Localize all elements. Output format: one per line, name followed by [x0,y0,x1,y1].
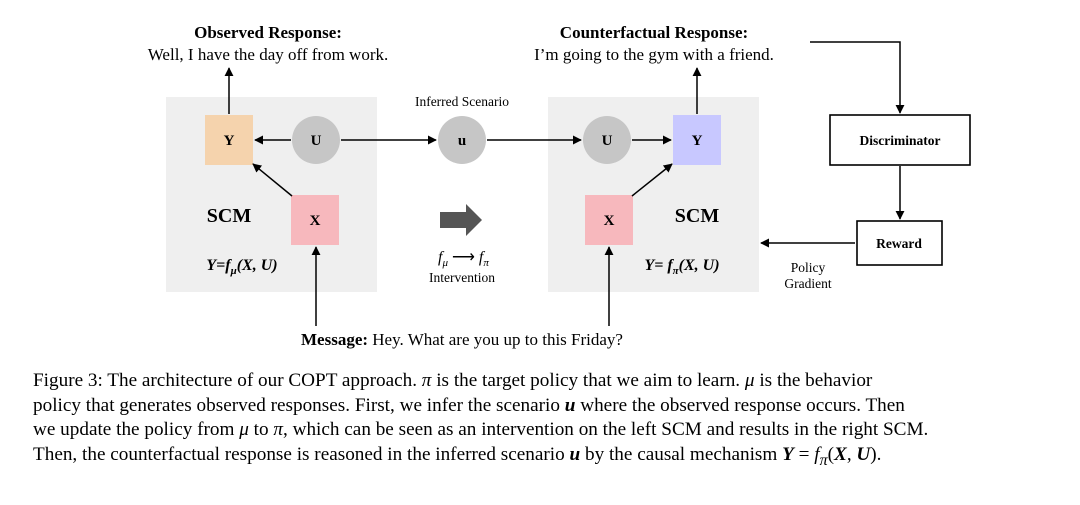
figure-arrows [224,41,905,326]
caption-text: is the behavior [754,370,873,391]
left-scm-equation: Y=fμ(X, U) [206,257,277,277]
counterfactual-response-text: I’m going to the gym with a friend. [534,45,774,64]
caption-line-4: Then, the counterfactual response is rea… [33,443,1053,473]
caption-line-3: we update the policy from μ to π, which … [33,418,1053,443]
reward-label: Reward [876,236,922,251]
inferred-scenario-label: Inferred Scenario [415,94,509,109]
left-x-label: X [310,213,321,229]
caption-math: f [814,443,820,465]
caption-math: μ [744,370,755,391]
left-x-node [291,195,339,245]
caption-math: = [793,443,815,465]
caption-math: μ [239,419,249,440]
caption-math: U [856,443,871,465]
right-y-label: Y [692,133,703,149]
architecture-figure: Observed Response: Well, I have the day … [148,23,971,349]
left-scm-panel [166,97,377,292]
caption-text: where the observed response occurs. Then [575,394,905,416]
caption-line-1: Figure 3: The architecture of our COPT a… [33,369,1053,394]
caption-math: Y [782,443,794,465]
discriminator-box [829,114,971,166]
left-y-label: Y [224,133,235,149]
right-y-node [673,115,721,165]
caption-math: ). [870,443,882,465]
observed-response-title: Observed Response: [194,23,342,42]
right-x-node [585,195,633,245]
inferred-u-label: u [458,133,466,149]
caption-text: , which can be seen as an intervention o… [283,419,929,440]
message-text: Message: Hey. What are you up to this Fr… [301,330,623,349]
caption-math: π [273,419,283,440]
caption-math: ( [827,443,835,465]
caption-text: Figure 3: The architecture of our COPT a… [33,370,422,391]
right-x-label: X [604,213,615,229]
counterfactual-response-title: Counterfactual Response: [560,23,748,42]
caption-text: Then, the counterfactual response is rea… [33,443,570,465]
observed-response-text: Well, I have the day off from work. [148,45,389,64]
right-scm-label: SCM [675,205,720,227]
discriminator-label: Discriminator [860,133,941,148]
caption-text: by the causal mechanism [580,443,783,465]
left-u-node [292,116,340,164]
caption-text: to [248,419,274,440]
caption-text: policy that generates observed responses… [33,394,565,416]
right-u-node [583,116,631,164]
right-u-label: U [602,133,613,149]
intervention-formula: fμ ⟶ fπ [438,249,489,269]
inferred-u-node [438,116,486,164]
caption-text: we update the policy from [33,419,240,440]
left-scm-label: SCM [207,205,252,227]
caption-math: u [564,394,576,416]
caption-math: π [421,370,432,391]
caption-line-2: policy that generates observed responses… [33,394,1053,419]
arrow-to-discriminator [810,41,905,114]
caption-math: u [569,443,581,465]
right-scm-panel [548,97,759,292]
arrow-x-to-y-left [252,163,293,197]
arrow-x-to-y-right [631,163,673,197]
figure-caption: Figure 3: The architecture of our COPT a… [33,369,1053,473]
reward-box [856,220,943,266]
intervention-label: Intervention [429,270,495,285]
caption-math: X [834,443,847,465]
caption-math: , [846,443,857,465]
intervention-arrow-icon [440,204,482,236]
caption-math: π [819,451,828,469]
left-y-node [205,115,253,165]
caption-text: is the target policy that we aim to lear… [431,370,745,391]
left-u-label: U [311,133,322,149]
right-scm-equation: Y= fπ(X, U) [644,257,719,277]
